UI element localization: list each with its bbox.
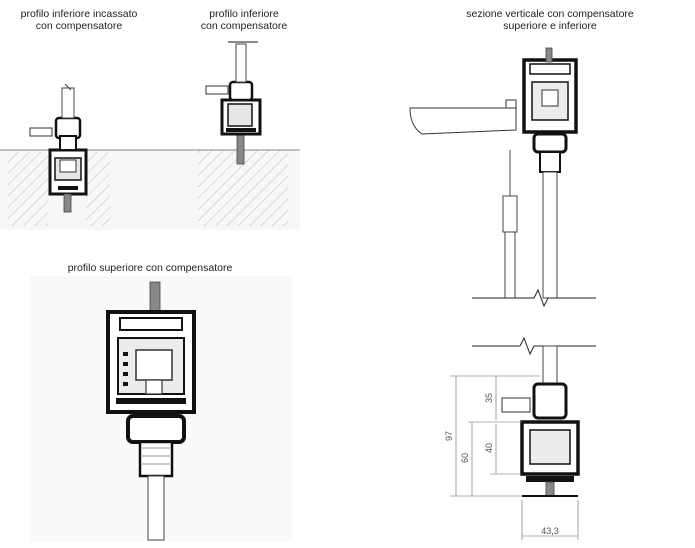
caption-line: sezione verticale con compensatore [466,8,634,20]
dimension-60: 60 [460,453,470,463]
caption-vertical-section: sezione verticale con compensatore super… [440,8,660,32]
dimension-width: 43,3 [541,526,559,536]
caption-line: profilo inferiore [209,8,279,20]
caption-line: profilo inferiore incassato [20,8,138,20]
vertical-section-drawing: 35 40 60 97 43,3 [409,47,596,540]
dimension-97: 97 [444,431,454,441]
caption-line: superiore e inferiore [503,20,597,32]
caption-line: con compensatore [200,20,288,32]
bottom-profile-drawing [198,41,292,226]
caption-bottom-profile: profilo inferiore con compensatore [186,8,302,32]
dimension-35: 35 [484,393,494,403]
caption-line: con compensatore [35,20,123,32]
dimension-40: 40 [484,443,494,453]
caption-line: profilo superiore con compensatore [67,262,233,274]
caption-top-profile: profilo superiore con compensatore [40,262,260,274]
top-profile-drawing [30,276,292,542]
caption-recessed-bottom-profile: profilo inferiore incassato con compensa… [4,8,154,32]
